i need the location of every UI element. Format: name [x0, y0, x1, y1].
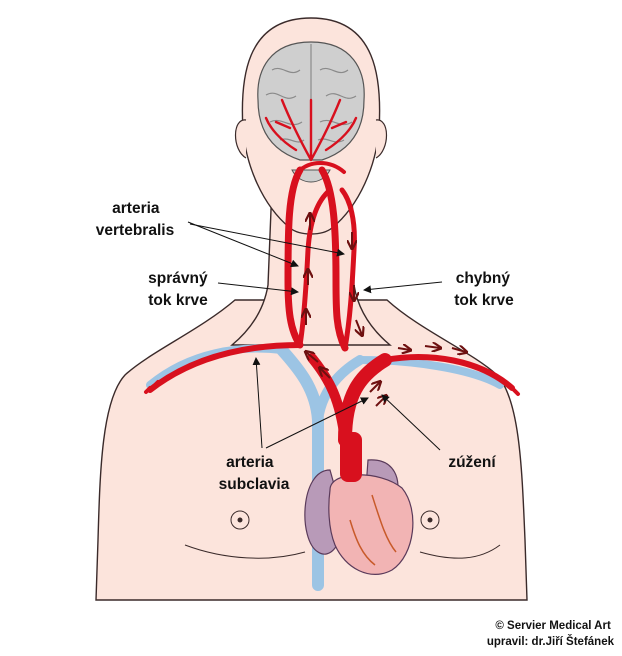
ear-right: [375, 119, 388, 159]
chest-contour-right: [419, 544, 501, 559]
chest-contour-left: [184, 544, 306, 559]
pointer-vertebralis-right: [189, 223, 345, 257]
pointer-chybny: [363, 281, 443, 294]
nipple-left: [230, 510, 250, 530]
label-chybny: chybný tok krve: [454, 270, 514, 309]
brain: [257, 41, 365, 183]
pointer-spravny: [217, 282, 299, 296]
pointer-subclavia-right: [265, 397, 369, 449]
arm-artery-stubs: [144, 380, 520, 396]
label-spravny: správný tok krve: [148, 270, 212, 309]
pointer-vertebralis-left: [187, 221, 299, 268]
heart: [304, 432, 414, 575]
flow-arrows: [306, 214, 466, 407]
nipple-right: [420, 510, 440, 530]
pointer-subclavia-left: [252, 357, 263, 449]
label-subclavia: arteria subclavia: [219, 454, 290, 493]
label-zuzeni: zúžení: [448, 454, 496, 471]
arteries: [147, 161, 515, 447]
pointer-zuzeni: [381, 394, 441, 451]
torso: [95, 299, 528, 601]
pointer-lines: [187, 221, 443, 451]
credit: © Servier Medical Art upravil: dr.Jiří Š…: [487, 620, 615, 648]
ear-left: [234, 119, 247, 159]
label-vertebralis: arteria vertebralis: [96, 200, 174, 239]
